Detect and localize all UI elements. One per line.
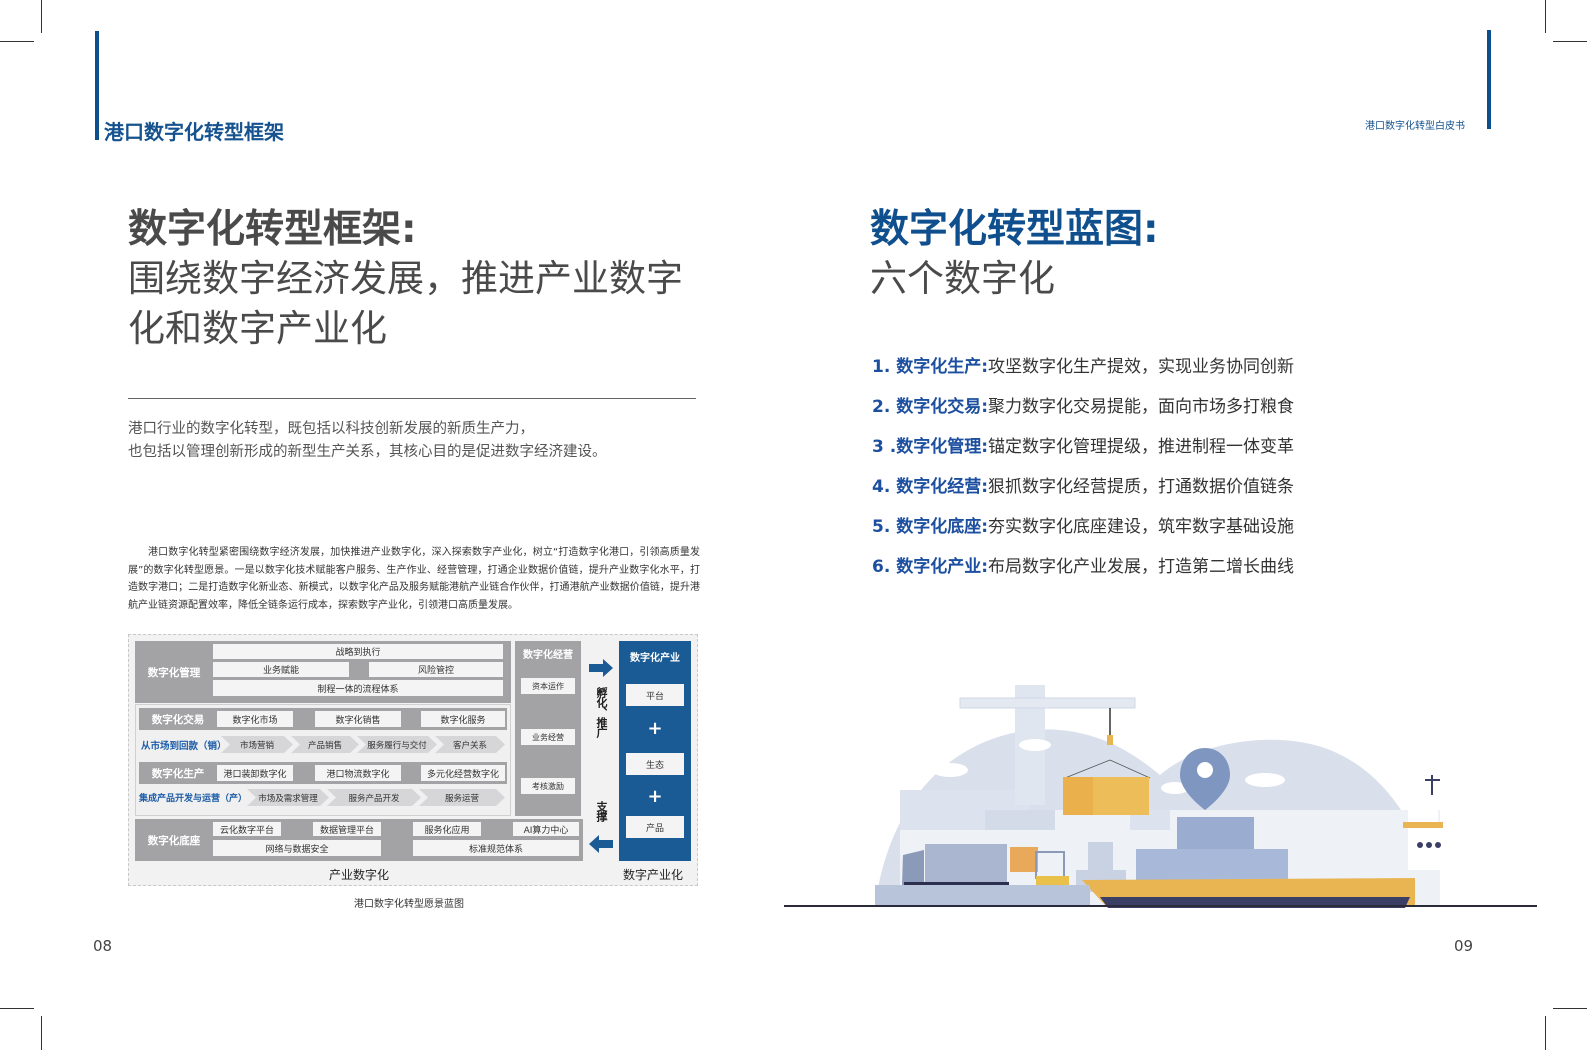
base-cell: AI算力中心 [513,822,579,836]
crop-mark [1553,1008,1587,1009]
diagram-caption: 港口数字化转型愿景蓝图 [354,899,464,910]
management-risk: 风险管控 [369,662,503,677]
page-number-right: 09 [1454,937,1474,955]
management-enablement: 业务赋能 [213,662,349,677]
production-flow-step: 服务产品开发 [327,789,421,806]
operation-item: 业务经营 [521,729,575,745]
base-label: 数字化底座 [147,834,201,847]
crop-mark [0,41,34,42]
base-cell: 云化数字平台 [213,822,281,836]
list-item: 1. 数字化生产:攻坚数字化生产提效，实现业务协同创新 [872,357,1295,377]
management-process: 制程一体的流程体系 [213,680,503,696]
crop-mark [41,1016,42,1050]
support-label: 支撑 [595,801,608,821]
production-flow-step: 市场及需求管理 [247,789,329,806]
right-page-subtitle: 六个数字化 [870,257,1055,300]
body-paragraph: 港口数字化转型紧密围绕数字经济发展，加快推进产业数字化，深入探索数字产业化，树立… [128,547,700,611]
crop-mark [41,0,42,33]
ground-line [784,905,1537,907]
footer-industrial-digitization: 产业数字化 [329,868,390,882]
industry-item: 产品 [626,816,684,838]
header-accent-bar-left [95,31,99,140]
trade-flow-step: 产品销售 [291,736,359,753]
list-item: 2. 数字化交易:聚力数字化交易提能，面向市场多打粮食 [872,397,1295,417]
right-page-title: 数字化转型蓝图: [870,207,1159,252]
publication-title: 港口数字化转型白皮书 [1365,121,1465,132]
trade-flow-step: 服务履行与交付 [357,736,437,753]
list-item: 4. 数字化经营:狠抓数字化经营提质，打通数据价值链条 [872,477,1295,497]
industry-label: 数字化产业 [630,652,680,664]
base-cell: 网络与数据安全 [213,840,381,856]
production-flow-label: 集成产品开发与运营（产） [139,794,248,804]
divider [128,398,696,399]
crop-mark [0,1008,34,1009]
production-cell: 多元化经营数字化 [421,765,505,781]
arrow-left-icon [589,835,613,853]
left-page-title: 数字化转型框架: [128,207,417,252]
industry-item: 生态 [626,753,684,775]
management-strategy: 战略到执行 [213,644,503,659]
incubate-label: 孵化、推广 [595,687,608,737]
trade-label: 数字化交易 [151,713,205,726]
base-cell: 服务化应用 [413,822,481,836]
trade-flow-label: 从市场到回款（销） [141,740,227,752]
plus-icon: + [647,717,663,739]
crop-mark [1545,0,1546,33]
production-cell: 港口物流数字化 [315,765,401,781]
trade-flow-step: 市场营销 [221,736,293,753]
industry-item: 平台 [626,684,684,706]
six-digitalization-list: 1. 数字化生产:攻坚数字化生产提效，实现业务协同创新 2. 数字化交易:聚力数… [872,347,1294,587]
section-header-title: 港口数字化转型框架 [104,120,284,144]
base-cell: 数据管理平台 [313,822,381,836]
header-accent-bar-right [1487,30,1491,129]
trade-cell: 数字化销售 [315,711,401,727]
operation-label: 数字化经营 [523,649,573,661]
crop-mark [1553,41,1587,42]
page-number-left: 08 [93,937,113,955]
arrow-right-icon [589,659,613,677]
management-label: 数字化管理 [147,666,201,679]
trade-flow-step: 客户关系 [435,736,505,753]
production-label: 数字化生产 [151,767,205,780]
operation-item: 考核激励 [521,778,575,794]
trade-cell: 数字化服务 [421,711,505,727]
operation-item: 资本运作 [521,678,575,694]
list-item: 3 .数字化管理:锚定数字化管理提级，推进制程一体变革 [872,437,1295,457]
framework-diagram: 数字化管理 战略到执行 业务赋能 风险管控 制程一体的流程体系 数字化交易 数字… [128,634,698,886]
production-cell: 港口装卸数字化 [217,765,293,781]
port-illustration [875,685,1443,908]
left-page-subtitle: 围绕数字经济发展，推进产业数字化和数字产业化 [128,257,683,350]
list-item: 5. 数字化底座:夯实数字化底座建设，筑牢数字基础设施 [872,517,1295,537]
crop-mark [1545,1016,1546,1050]
production-flow-step: 服务运营 [419,789,505,806]
footer-digital-industrialization: 数字产业化 [623,868,684,882]
intro-text: 港口行业的数字化转型，既包括以科技创新发展的新质生产力， 也包括以管理创新形成的… [128,421,607,460]
base-cell: 标准规范体系 [413,840,579,856]
list-item: 6. 数字化产业:布局数字化产业发展，打造第二增长曲线 [872,557,1295,577]
trade-cell: 数字化市场 [217,711,293,727]
plus-icon: + [647,785,663,807]
